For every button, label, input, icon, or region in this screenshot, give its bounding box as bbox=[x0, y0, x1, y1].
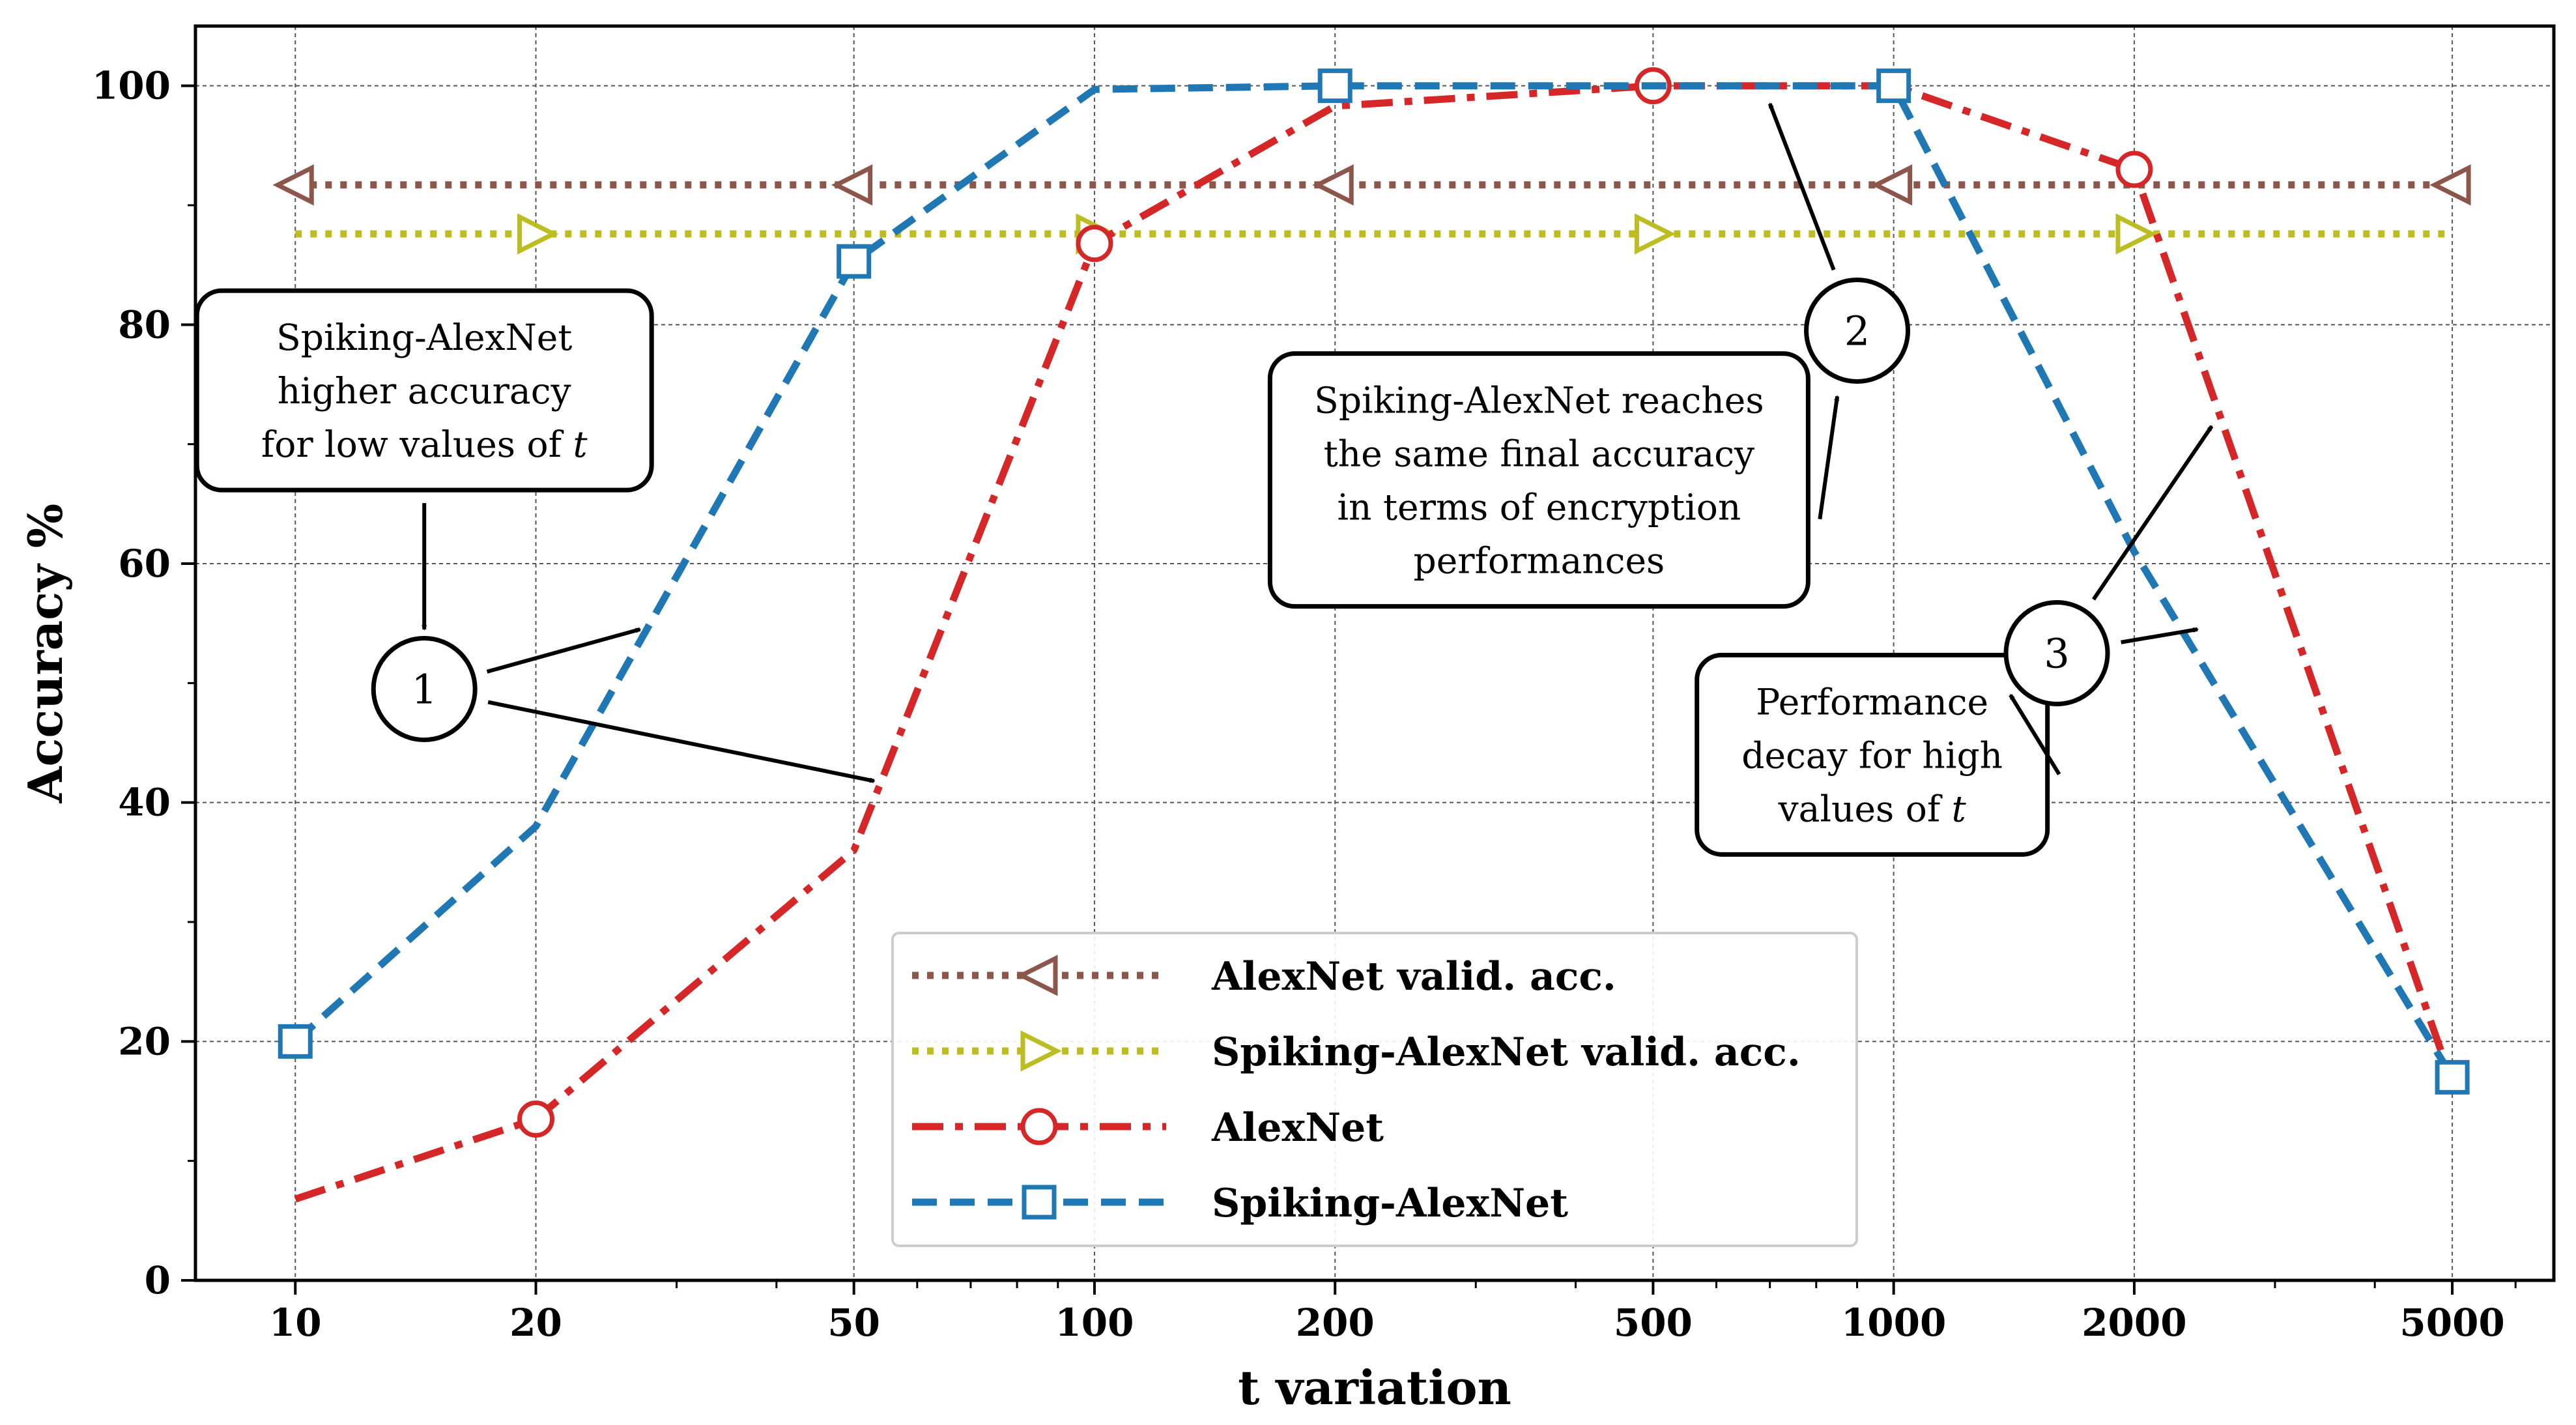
triangle-right-marker bbox=[1634, 213, 1676, 255]
square-marker bbox=[1317, 68, 1352, 104]
legend-entry: AlexNet bbox=[912, 1105, 1384, 1151]
annotation-number-circle bbox=[371, 636, 478, 742]
annotation-line: the same final accuracy bbox=[1324, 433, 1755, 475]
legend-entry: AlexNet valid. acc. bbox=[912, 954, 1616, 1000]
annotation-text-run: decay for high bbox=[1741, 734, 2003, 776]
annotation-2: Spiking-AlexNet reaches the same final ac… bbox=[1267, 102, 1911, 609]
annotation-number-circle bbox=[2003, 600, 2110, 706]
triangle-left-marker bbox=[1870, 164, 1913, 206]
triangle-left-marker bbox=[1016, 955, 1058, 996]
triangle-left-marker bbox=[2429, 164, 2471, 206]
italic-t: t bbox=[573, 424, 588, 465]
annotation-text-run: for low values of bbox=[261, 424, 573, 465]
x-tick-label: 5000 bbox=[2399, 1301, 2504, 1345]
square-marker bbox=[2435, 1059, 2470, 1095]
y-axis-title: Accuracy % bbox=[18, 504, 73, 804]
x-tick-label: 10 bbox=[269, 1301, 322, 1345]
series-spiking-alexnet bbox=[278, 68, 2470, 1095]
legend-entry: Spiking-AlexNet bbox=[912, 1181, 1568, 1226]
y-tick-label: 20 bbox=[118, 1019, 171, 1063]
circle-marker bbox=[517, 1101, 555, 1138]
plot-frame bbox=[193, 24, 2556, 1282]
annotation-text-run: values of bbox=[1778, 788, 1952, 829]
triangle-left-marker bbox=[1312, 164, 1354, 206]
circle-marker bbox=[2115, 151, 2153, 188]
annotation-1: Spiking-AlexNet higher accuracy for low va… bbox=[194, 288, 876, 783]
x-tick-label: 1000 bbox=[1841, 1301, 1946, 1345]
annotation-arrow bbox=[2091, 425, 2214, 601]
square-marker bbox=[1022, 1185, 1057, 1220]
annotation-line: higher accuracy bbox=[278, 370, 571, 412]
series bbox=[278, 67, 2470, 1203]
x-tick-label: 200 bbox=[1296, 1301, 1375, 1345]
x-tick-label: 20 bbox=[509, 1301, 562, 1345]
axes: 10 20 50 100 200 500 1000 2000 5000 0 20 40 60 80 100 bbox=[92, 24, 2556, 1345]
y-tick-label: 80 bbox=[118, 302, 171, 347]
annotation-box bbox=[1267, 351, 1810, 609]
annotation-arrow bbox=[1767, 102, 1836, 271]
x-tick-label: 2000 bbox=[2082, 1301, 2186, 1345]
annotation-text-run: the same final accuracy bbox=[1324, 433, 1755, 475]
annotation-line: for low values of t bbox=[261, 424, 588, 465]
series-line bbox=[293, 82, 2455, 1080]
annotation-line: Spiking-AlexNet bbox=[276, 317, 572, 358]
y-tick-label: 0 bbox=[145, 1258, 171, 1303]
x-tick-label: 50 bbox=[827, 1301, 880, 1345]
y-tick-label: 60 bbox=[118, 541, 171, 586]
annotation-line: Spiking-AlexNet reaches bbox=[1314, 380, 1764, 422]
annotation-arrow bbox=[486, 627, 642, 674]
square-marker bbox=[278, 1024, 313, 1059]
series-line bbox=[294, 82, 2456, 1203]
annotation-number-circle bbox=[1804, 278, 1911, 384]
x-axis-title: t variation bbox=[1238, 1360, 1511, 1415]
legend-entry: Spiking-AlexNet valid. acc. bbox=[912, 1029, 1801, 1075]
series-alexnet bbox=[294, 67, 2456, 1203]
legend-frame bbox=[891, 932, 1858, 1247]
x-tick-label: 500 bbox=[1614, 1301, 1693, 1345]
annotation-line: decay for high bbox=[1741, 734, 2003, 776]
legend-label: Spiking-AlexNet valid. acc. bbox=[1212, 1029, 1801, 1075]
circle-marker bbox=[1076, 225, 1113, 263]
annotations: Spiking-AlexNet higher accuracy for low va… bbox=[194, 102, 2214, 857]
triangle-right-marker bbox=[1020, 1030, 1062, 1072]
annotation-number: 3 bbox=[2044, 630, 2069, 678]
circle-marker bbox=[1020, 1108, 1058, 1145]
triangle-right-marker bbox=[517, 213, 559, 255]
annotation-number: 2 bbox=[1844, 308, 1870, 355]
annotation-box bbox=[194, 288, 654, 493]
legend: AlexNet valid. acc. Spiking-AlexNet valid… bbox=[891, 932, 1858, 1247]
annotation-text-run: Performance bbox=[1756, 681, 1988, 723]
triangle-left-marker bbox=[831, 164, 873, 206]
italic-t: t bbox=[1952, 788, 1967, 829]
reference-series bbox=[272, 164, 2471, 255]
annotation-3: Performance decay for high values of t 3 bbox=[1695, 425, 2214, 857]
annotation-line: performances bbox=[1413, 540, 1665, 582]
series-alexnet-valid-acc- bbox=[272, 164, 2471, 206]
legend-label: AlexNet bbox=[1211, 1105, 1384, 1151]
annotation-text-run: Spiking-AlexNet bbox=[276, 317, 572, 358]
legend-label: Spiking-AlexNet bbox=[1212, 1181, 1568, 1226]
annotation-arrow bbox=[2009, 694, 2061, 775]
y-tick-label: 40 bbox=[118, 781, 171, 825]
y-tick-label: 100 bbox=[92, 64, 171, 108]
annotation-number: 1 bbox=[411, 666, 436, 713]
annotation-line: values of t bbox=[1778, 788, 1967, 829]
annotation-line: in terms of encryption bbox=[1337, 487, 1741, 528]
triangle-left-marker bbox=[272, 164, 314, 206]
annotation-line: Performance bbox=[1756, 681, 1988, 723]
square-marker bbox=[1876, 68, 1911, 104]
annotation-arrow bbox=[1818, 395, 1840, 520]
triangle-right-marker bbox=[2115, 213, 2157, 255]
annotation-text-run: in terms of encryption bbox=[1337, 487, 1741, 528]
annotation-text-run: performances bbox=[1413, 540, 1665, 582]
square-marker bbox=[837, 244, 872, 279]
x-tick-label: 100 bbox=[1055, 1301, 1134, 1345]
series-spiking-alexnet-valid-acc- bbox=[295, 213, 2453, 255]
annotation-text-run: higher accuracy bbox=[278, 370, 571, 412]
legend-label: AlexNet valid. acc. bbox=[1211, 954, 1616, 1000]
annotation-arrow bbox=[487, 700, 876, 783]
annotation-text-run: Spiking-AlexNet reaches bbox=[1314, 380, 1764, 422]
annotation-arrow bbox=[2121, 627, 2199, 644]
